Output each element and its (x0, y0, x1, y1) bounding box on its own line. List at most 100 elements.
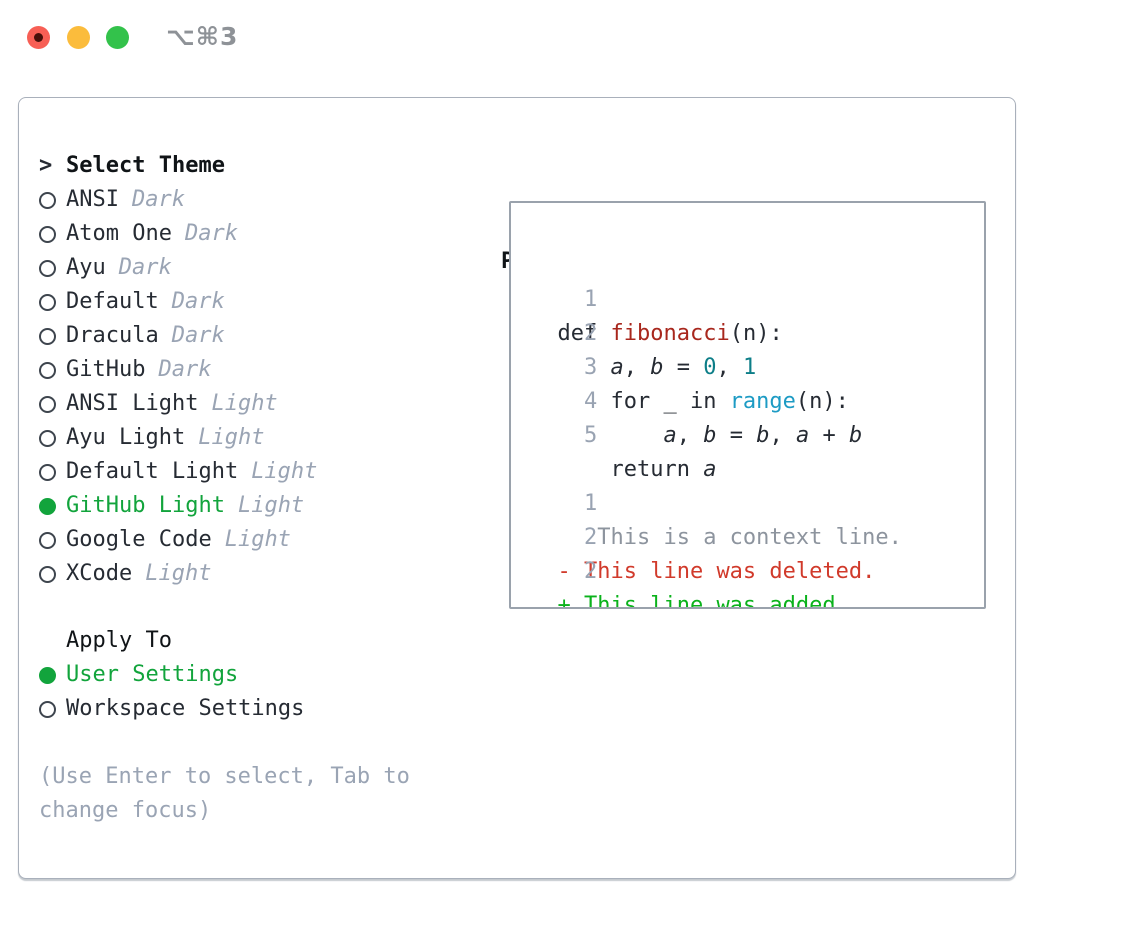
section-gap (39, 591, 489, 624)
theme-option-google-code-light[interactable]: Google Code Light (39, 523, 489, 557)
line-number: 5 (583, 423, 598, 448)
code-token: This is a context line. (557, 525, 902, 550)
radio-icon (39, 532, 56, 549)
radio-icon (39, 192, 56, 209)
theme-picker-column: > Select Theme ANSI Dark Atom One Dark A… (39, 149, 489, 828)
code-token: b (756, 423, 770, 448)
option-label: Ayu Light (66, 425, 186, 450)
theme-option-default-dark[interactable]: Default Dark (39, 285, 489, 319)
option-label: GitHub Light (66, 493, 225, 518)
code-token: b (650, 355, 664, 380)
line-number: 1 (583, 287, 598, 312)
preview-line: 2 a, b = 0, 1 (531, 283, 984, 380)
code-token: (n): (729, 321, 783, 346)
preview-pane: 1 def fibonacci(n): 2 a, b = 0, 1 3 for … (509, 201, 986, 609)
theme-option-github-light-light[interactable]: GitHub Light Light (39, 489, 489, 523)
theme-option-xcode-light[interactable]: XCode Light (39, 557, 489, 591)
radio-icon (39, 667, 56, 684)
option-label: Google Code (66, 527, 212, 552)
option-variant-label: Dark (118, 255, 172, 280)
option-label: Workspace Settings (66, 696, 305, 721)
minimize-button[interactable] (67, 26, 90, 49)
picker-title: Select Theme (66, 153, 225, 178)
preview-line: 1 def fibonacci(n): (531, 249, 984, 346)
option-variant-label: Dark (171, 289, 225, 314)
code-token: 0 (703, 355, 717, 380)
theme-picker-panel: > Select Theme ANSI Dark Atom One Dark A… (18, 97, 1016, 879)
line-number: 3 (583, 355, 598, 380)
code-token: + This line was added. (557, 593, 849, 609)
theme-option-github-dark[interactable]: GitHub Dark (39, 353, 489, 387)
code-token: a (795, 423, 810, 448)
apply-option-user-settings[interactable]: User Settings (39, 658, 489, 692)
theme-option-atom-one-dark[interactable]: Atom One Dark (39, 217, 489, 251)
radio-icon (39, 260, 56, 277)
option-label: XCode (66, 561, 133, 586)
code-token: , (716, 355, 743, 380)
radio-icon (39, 226, 56, 243)
option-variant-label: Light (251, 459, 318, 484)
preview-line: 3 for _ in range(n): (531, 317, 984, 414)
preview-line: 2 - This line was deleted. (531, 487, 984, 584)
option-variant-label: Dark (158, 357, 212, 382)
option-label: GitHub (66, 357, 146, 382)
apply-to-list: User Settings Workspace Settings (39, 658, 489, 726)
preview-code: 1 def fibonacci(n): 2 a, b = 0, 1 3 for … (531, 249, 984, 607)
preview-line: 4 a, b = b, a + b (531, 351, 984, 448)
window-title: ⌥⌘3 (166, 22, 239, 51)
picker-header: > Select Theme (39, 149, 489, 183)
theme-option-ayu-dark[interactable]: Ayu Dark (39, 251, 489, 285)
zoom-button[interactable] (106, 26, 129, 49)
code-token: (n): (795, 389, 849, 414)
code-token: = (663, 355, 704, 380)
prompt-caret-icon: > (39, 153, 53, 178)
code-token: a (703, 457, 717, 482)
line-number: 2 (583, 321, 598, 346)
preview-line: 2 + This line was added. (531, 521, 984, 607)
code-token: fibonacci (610, 321, 730, 346)
close-button[interactable] (27, 26, 50, 49)
theme-option-default-light-light[interactable]: Default Light Light (39, 455, 489, 489)
code-token: b (848, 423, 863, 448)
line-number: 2 (583, 559, 598, 584)
code-token: a (610, 355, 624, 380)
code-token: for _ in (557, 389, 730, 414)
option-label: Ayu (66, 255, 106, 280)
option-label: User Settings (66, 662, 239, 687)
option-variant-label: Light (198, 425, 265, 450)
apply-to-header: Apply To (39, 624, 489, 658)
radio-icon (39, 328, 56, 345)
code-token: - This line was deleted. (557, 559, 876, 584)
option-variant-label: Dark (184, 221, 238, 246)
theme-list: ANSI Dark Atom One Dark Ayu Dark Default… (39, 183, 489, 591)
theme-option-ansi-light-light[interactable]: ANSI Light Light (39, 387, 489, 421)
option-label: Dracula (66, 323, 159, 348)
preview-line: 1 This is a context line. (531, 453, 984, 550)
hint-text: (Use Enter to select, Tab to change focu… (39, 764, 410, 823)
theme-option-ayu-light-light[interactable]: Ayu Light Light (39, 421, 489, 455)
code-token: + (809, 423, 849, 448)
preview-line: 5 return a (531, 385, 984, 482)
option-label: ANSI (66, 187, 119, 212)
option-variant-label: Light (224, 527, 291, 552)
line-number: 1 (583, 491, 598, 516)
radio-icon (39, 294, 56, 311)
option-label: Default Light (66, 459, 239, 484)
radio-icon (39, 566, 56, 583)
option-variant-label: Dark (131, 187, 185, 212)
code-token: def (557, 321, 611, 346)
theme-option-dracula-dark[interactable]: Dracula Dark (39, 319, 489, 353)
option-label: Default (66, 289, 159, 314)
radio-icon (39, 498, 56, 515)
line-number: 2 (583, 525, 598, 550)
option-variant-label: Light (145, 561, 212, 586)
code-token: return (557, 457, 704, 482)
code-token: b (703, 423, 717, 448)
code-token: range (729, 389, 796, 414)
radio-icon (39, 430, 56, 447)
apply-option-workspace-settings[interactable]: Workspace Settings (39, 692, 489, 726)
theme-option-ansi-dark[interactable]: ANSI Dark (39, 183, 489, 217)
radio-icon (39, 362, 56, 379)
code-token: a (663, 423, 677, 448)
